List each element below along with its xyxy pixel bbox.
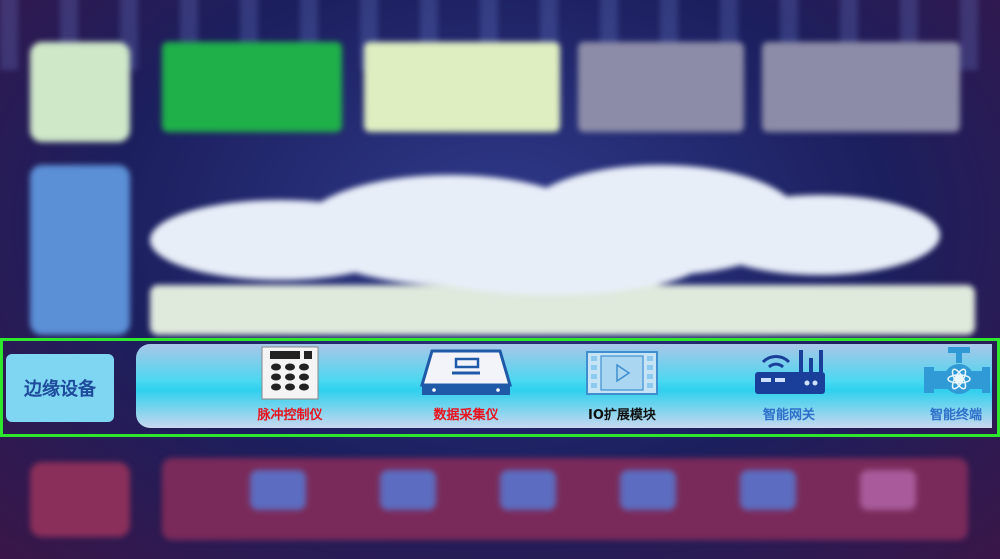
data-collector-icon [418, 344, 514, 402]
device-label: 智能网关 [762, 408, 815, 423]
client-box [162, 42, 342, 132]
cloud-shape [390, 215, 710, 295]
more-icon [860, 470, 916, 510]
device-label: 脉冲控制仪 [257, 408, 323, 423]
device-io-module: IO扩展模块 [574, 344, 670, 428]
device-label: IO扩展模块 [588, 408, 656, 423]
terminal-layer-tag [30, 462, 130, 537]
thermometer-icon [620, 470, 676, 510]
edge-device-label: 边缘设备 [6, 354, 114, 422]
business-app-box [364, 42, 560, 132]
sensor-icon [500, 470, 556, 510]
analysis-box [578, 42, 744, 132]
device-pulse-controller: 脉冲控制仪 [248, 344, 332, 428]
gateway-icon [749, 344, 829, 402]
device-label: 数据采集仪 [433, 408, 499, 423]
device-smart-gateway: 智能网关 [744, 344, 834, 428]
keypad-controller-icon [260, 344, 320, 402]
device-smart-terminal: 智能终端 [914, 344, 998, 428]
highlight-frame [0, 338, 1000, 437]
cloud-shape [700, 195, 940, 275]
pressure-gauge-icon [380, 470, 436, 510]
io-module-icon [585, 344, 659, 402]
app-layer-tag [30, 42, 130, 142]
ecosystem-box [762, 42, 960, 132]
device-data-collector: 数据采集仪 [416, 344, 516, 428]
flow-meter-icon [740, 470, 796, 510]
device-label: 智能终端 [929, 408, 982, 423]
data-platform-tag [30, 165, 130, 335]
smart-terminal-icon [920, 344, 992, 402]
valve-icon [250, 470, 306, 510]
